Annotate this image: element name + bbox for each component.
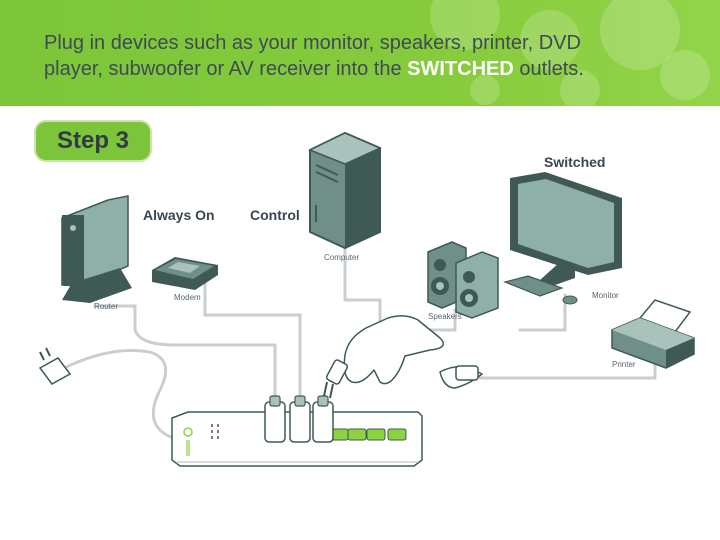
speakers-cable — [428, 308, 457, 332]
main-power-cord — [58, 348, 182, 442]
section-label-switched: Switched — [544, 154, 606, 170]
instruction-line-2-end: outlets. — [513, 58, 584, 80]
device-label-modem: Modem — [174, 293, 201, 302]
instruction-line-2: player, subwoofer or AV receiver into th… — [44, 58, 408, 80]
monitor-cable — [518, 293, 567, 332]
instruction-emphasis: SWITCHED — [407, 58, 514, 80]
monitor-icon — [503, 172, 622, 305]
device-label-printer: Printer — [612, 360, 636, 369]
switched-outlet — [366, 428, 386, 441]
decor-bubble — [560, 70, 600, 106]
computer-icon — [308, 131, 382, 250]
decor-bubble — [520, 10, 580, 70]
decor-bubble — [470, 75, 500, 105]
decor-bubble — [600, 0, 680, 70]
header-banner — [0, 0, 720, 106]
device-label-monitor: Monitor — [592, 291, 619, 300]
inserted-plugs — [264, 401, 334, 443]
step-label: Step 3 — [56, 127, 130, 154]
computer-cable — [343, 243, 382, 332]
router-icon — [61, 195, 132, 303]
modem-icon — [152, 257, 218, 290]
power-button-icon — [183, 427, 193, 437]
decor-bubble — [660, 50, 710, 100]
switched-outlet — [387, 428, 407, 441]
instruction-text: Plug in devices such as your monitor, sp… — [44, 30, 684, 82]
step-badge: Step 3 — [36, 122, 150, 160]
wall-plug-icon — [38, 347, 72, 385]
speakers-icon — [427, 241, 499, 319]
power-strip — [171, 395, 423, 467]
device-label-router: Router — [94, 302, 119, 311]
device-label-computer: Computer — [324, 253, 360, 262]
device-label-speakers: Speakers — [428, 312, 462, 321]
printer-cable — [478, 358, 657, 380]
section-label-control: Control — [250, 207, 300, 223]
section-label-always-on: Always On — [143, 207, 215, 223]
switched-outlet — [347, 428, 367, 441]
printer-icon — [611, 299, 695, 369]
hand-with-plug-icon — [323, 315, 483, 399]
router-cable — [93, 304, 277, 407]
instruction-line-1: Plug in devices such as your monitor, sp… — [44, 32, 581, 54]
